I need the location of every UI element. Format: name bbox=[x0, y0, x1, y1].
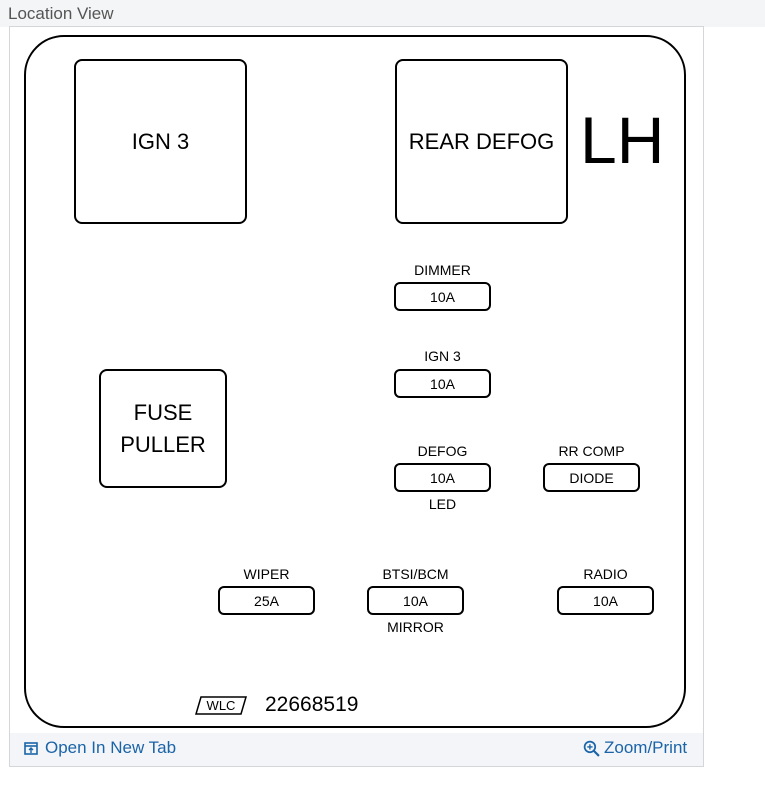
section-title: Location View bbox=[8, 4, 114, 23]
relay-ign3: IGN 3 bbox=[74, 59, 247, 224]
open-in-new-tab-label: Open In New Tab bbox=[45, 738, 177, 757]
fuse-defog-sub: LED bbox=[428, 496, 457, 512]
fuse-defog-name: DEFOG bbox=[417, 443, 468, 459]
wlc-logo: WLC bbox=[195, 696, 247, 715]
fuse-puller-label-1: FUSE bbox=[133, 399, 193, 425]
fuse-radio-name: RADIO bbox=[583, 566, 628, 582]
wlc-logo-frame bbox=[195, 696, 247, 715]
open-in-new-tab-link[interactable]: Open In New Tab bbox=[24, 738, 176, 758]
fuse-wiper-name: WIPER bbox=[243, 566, 290, 582]
relay-rear-defog-label: REAR DEFOG bbox=[408, 128, 555, 154]
fuse-puller-label-2: PULLER bbox=[120, 431, 206, 457]
footer-bar: Open In New Tab Zoom/Print bbox=[10, 733, 703, 766]
fuse-puller: FUSE PULLER bbox=[99, 369, 227, 488]
part-number: 22668519 bbox=[265, 693, 359, 716]
fuse-dimmer: 10A bbox=[394, 282, 491, 311]
fuse-rr-comp-name: RR COMP bbox=[558, 443, 625, 459]
fuse-dimmer-name: DIMMER bbox=[414, 262, 471, 278]
zoom-print-label: Zoom/Print bbox=[604, 738, 688, 757]
relay-rear-defog: REAR DEFOG bbox=[395, 59, 568, 224]
fuse-btsi: 10A bbox=[367, 586, 464, 615]
fuse-block-diagram bbox=[24, 35, 686, 728]
wlc-logo-text: WLC bbox=[206, 698, 236, 713]
zoom-print-link[interactable]: Zoom/Print bbox=[583, 738, 687, 758]
zoom-icon bbox=[583, 740, 600, 757]
fuse-rr-comp: DIODE bbox=[543, 463, 640, 492]
fuse-ign3-name: IGN 3 bbox=[424, 348, 461, 364]
fuse-radio: 10A bbox=[557, 586, 654, 615]
fuse-btsi-name: BTSI/BCM bbox=[382, 566, 449, 582]
fuse-ign3: 10A bbox=[394, 369, 491, 398]
open-new-tab-icon bbox=[24, 741, 38, 755]
fuse-btsi-sub: MIRROR bbox=[387, 619, 444, 635]
fuse-defog: 10A bbox=[394, 463, 491, 492]
fuse-wiper: 25A bbox=[218, 586, 315, 615]
header-bar: Location View bbox=[0, 0, 765, 27]
side-label: LH bbox=[580, 103, 665, 177]
relay-ign3-label: IGN 3 bbox=[131, 128, 190, 154]
